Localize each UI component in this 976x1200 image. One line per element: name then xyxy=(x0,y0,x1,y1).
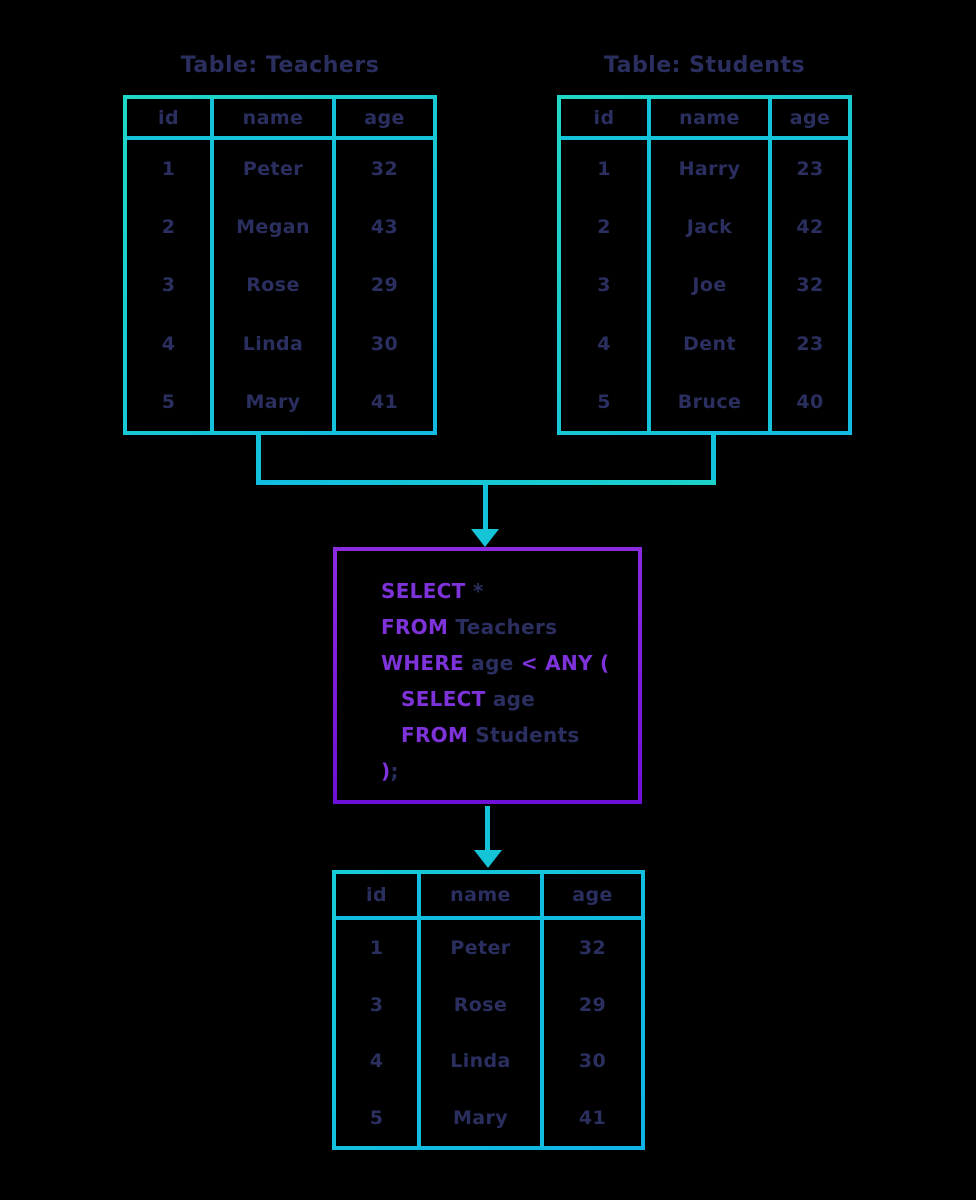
table-cell: Rose xyxy=(214,256,336,315)
sql-query-box: SELECT * FROM Teachers WHERE age < ANY (… xyxy=(333,547,642,804)
connector-line xyxy=(485,806,490,852)
sql-keyword: < ANY ( xyxy=(520,651,610,675)
sql-keyword: ) xyxy=(381,759,391,783)
students-table-title: Table: Students xyxy=(603,53,806,78)
table-cell: 43 xyxy=(370,216,399,239)
sql-line: WHERE age < ANY ( xyxy=(381,645,638,681)
table-cell: 1 xyxy=(336,920,421,977)
table-cell: 2 xyxy=(127,198,214,257)
teachers-table-title: Table: Teachers xyxy=(180,53,380,78)
table-cell: 42 xyxy=(796,216,824,239)
table-cell: Peter xyxy=(421,920,544,977)
table-cell: 5 xyxy=(561,372,651,431)
column-header: name xyxy=(214,99,336,140)
table-cell: Joe xyxy=(651,256,772,315)
sql-text: Teachers xyxy=(448,615,558,639)
table-cell: Linda xyxy=(421,1033,544,1090)
connector-line xyxy=(483,484,488,531)
sql-text: age xyxy=(464,651,521,675)
result-table: id name age 1 Peter 32 3 Rose 29 4 Linda… xyxy=(332,870,645,1150)
connector-line xyxy=(711,433,716,485)
table-cell: 32 xyxy=(370,158,399,181)
table-cell: 29 xyxy=(370,274,399,297)
column-header: age xyxy=(336,99,433,140)
column-header: name xyxy=(651,99,772,140)
table-cell: Mary xyxy=(421,1089,544,1146)
column-header: name xyxy=(421,874,544,920)
table-cell: Linda xyxy=(214,314,336,373)
table-cell: 32 xyxy=(796,274,824,297)
table-cell: Jack xyxy=(651,198,772,257)
sql-keyword: FROM xyxy=(381,615,449,639)
sql-text: * xyxy=(465,579,484,603)
table-cell: 30 xyxy=(578,1050,607,1073)
table-cell: 3 xyxy=(561,256,651,315)
column-header: id xyxy=(127,99,214,140)
column-header: id xyxy=(336,874,421,920)
table-cell: 5 xyxy=(127,372,214,431)
table-cell: Mary xyxy=(214,372,336,431)
table-cell: 41 xyxy=(578,1106,607,1129)
sql-keyword: SELECT xyxy=(401,687,486,711)
table-cell: 4 xyxy=(336,1033,421,1090)
connector-line xyxy=(256,480,716,485)
table-cell: 5 xyxy=(336,1089,421,1146)
table-cell: 23 xyxy=(796,158,824,181)
table-cell: Megan xyxy=(214,198,336,257)
table-cell: 41 xyxy=(370,390,399,413)
sql-line: SELECT age xyxy=(401,681,638,717)
teachers-table: id name age 1 Peter 32 2 Megan 43 3 Rose… xyxy=(123,95,437,435)
column-header: age xyxy=(544,874,641,920)
table-cell: 1 xyxy=(127,140,214,199)
table-cell: 1 xyxy=(561,140,651,199)
table-cell: 30 xyxy=(370,332,399,355)
table-cell: 29 xyxy=(578,993,607,1016)
arrow-down-icon xyxy=(471,529,499,547)
table-cell: 32 xyxy=(578,937,607,960)
table-cell: 23 xyxy=(796,332,824,355)
table-cell: 4 xyxy=(561,314,651,373)
sql-keyword: WHERE xyxy=(381,651,465,675)
table-cell: Dent xyxy=(651,314,772,373)
sql-text: Students xyxy=(468,723,580,747)
table-cell: Harry xyxy=(651,140,772,199)
table-cell: Peter xyxy=(214,140,336,199)
arrow-down-icon xyxy=(474,850,502,868)
table-cell: 40 xyxy=(796,390,824,413)
sql-line: FROM Teachers xyxy=(381,609,638,645)
students-table: id name age 1 Harry 23 2 Jack 42 3 Joe 3… xyxy=(557,95,852,435)
connector-line xyxy=(256,433,261,485)
sql-text: age xyxy=(485,687,536,711)
table-cell: 2 xyxy=(561,198,651,257)
table-cell: 3 xyxy=(336,976,421,1033)
table-cell: 3 xyxy=(127,256,214,315)
column-header: age xyxy=(772,99,848,140)
sql-line: SELECT * xyxy=(381,573,638,609)
sql-keyword: FROM xyxy=(401,723,469,747)
table-cell: 4 xyxy=(127,314,214,373)
column-header: id xyxy=(561,99,651,140)
sql-line: FROM Students xyxy=(401,717,638,753)
table-cell: Bruce xyxy=(651,372,772,431)
sql-line: ); xyxy=(381,753,638,789)
sql-keyword: SELECT xyxy=(381,579,466,603)
sql-text: ; xyxy=(390,759,399,783)
table-cell: Rose xyxy=(421,976,544,1033)
